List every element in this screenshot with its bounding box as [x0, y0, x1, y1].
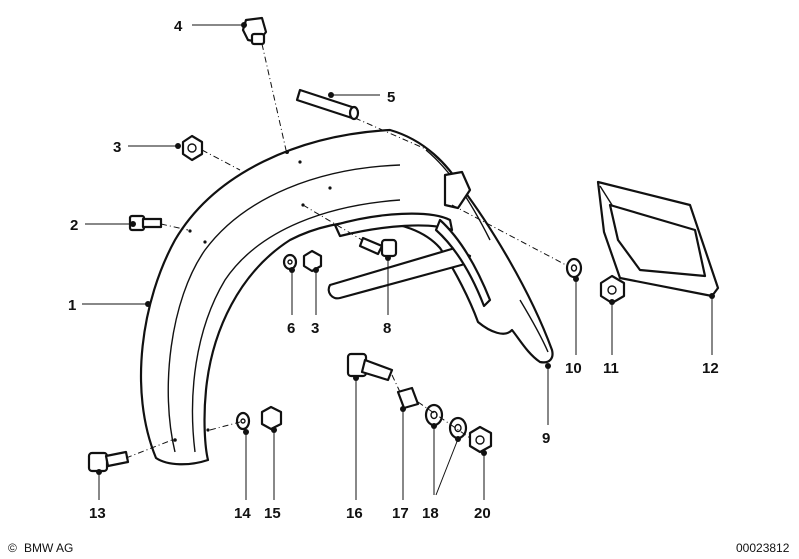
part-labels: 4 5 3 2 1 6 3 8 9 10 11 12 13 14 15 16 1… — [68, 18, 719, 522]
assembly-lines — [125, 43, 567, 459]
label-part-13: 13 — [89, 505, 106, 522]
label-part-14: 14 — [234, 505, 251, 522]
label-part-16: 16 — [346, 505, 363, 522]
label-part-9: 9 — [542, 430, 550, 447]
leader-lines — [82, 22, 715, 500]
label-part-3-top: 3 — [113, 139, 121, 156]
washer-part-6 — [282, 253, 298, 271]
label-part-3-mid: 3 — [311, 320, 319, 337]
washer-part-18a — [424, 403, 444, 427]
bolt-part-13 — [87, 450, 130, 473]
label-part-4: 4 — [174, 18, 183, 35]
label-part-15: 15 — [264, 505, 281, 522]
washer-part-14 — [235, 411, 251, 431]
washer-part-18b — [448, 416, 468, 440]
label-part-17: 17 — [392, 505, 409, 522]
support-stay — [327, 170, 492, 308]
mudguard — [139, 128, 554, 466]
pin-part-5 — [295, 88, 360, 121]
label-part-20: 20 — [474, 505, 491, 522]
label-part-1: 1 — [68, 297, 76, 314]
nut-part-3-top — [181, 134, 204, 162]
bolt-part-8 — [358, 236, 398, 258]
label-part-10: 10 — [565, 360, 582, 377]
footer: © BMW AG 00023812 — [8, 541, 790, 555]
label-part-11: 11 — [603, 360, 619, 377]
fitting-part-4 — [241, 16, 268, 46]
label-part-18: 18 — [422, 505, 439, 522]
label-part-6: 6 — [287, 320, 295, 337]
copyright-symbol: © — [8, 541, 17, 555]
nut-part-3-mid — [302, 249, 323, 273]
label-part-2: 2 — [70, 217, 78, 234]
mudflap — [596, 180, 720, 298]
brand-label: BMW AG — [24, 541, 73, 555]
washer-part-10 — [565, 257, 583, 279]
nut-part-20 — [468, 425, 493, 454]
nut-part-11 — [599, 274, 626, 305]
nut-part-15 — [260, 405, 283, 431]
sleeve-part-17 — [396, 386, 420, 410]
label-part-8: 8 — [383, 320, 391, 337]
label-part-5: 5 — [387, 89, 395, 106]
label-part-12: 12 — [702, 360, 719, 377]
image-number: 00023812 — [736, 541, 790, 555]
